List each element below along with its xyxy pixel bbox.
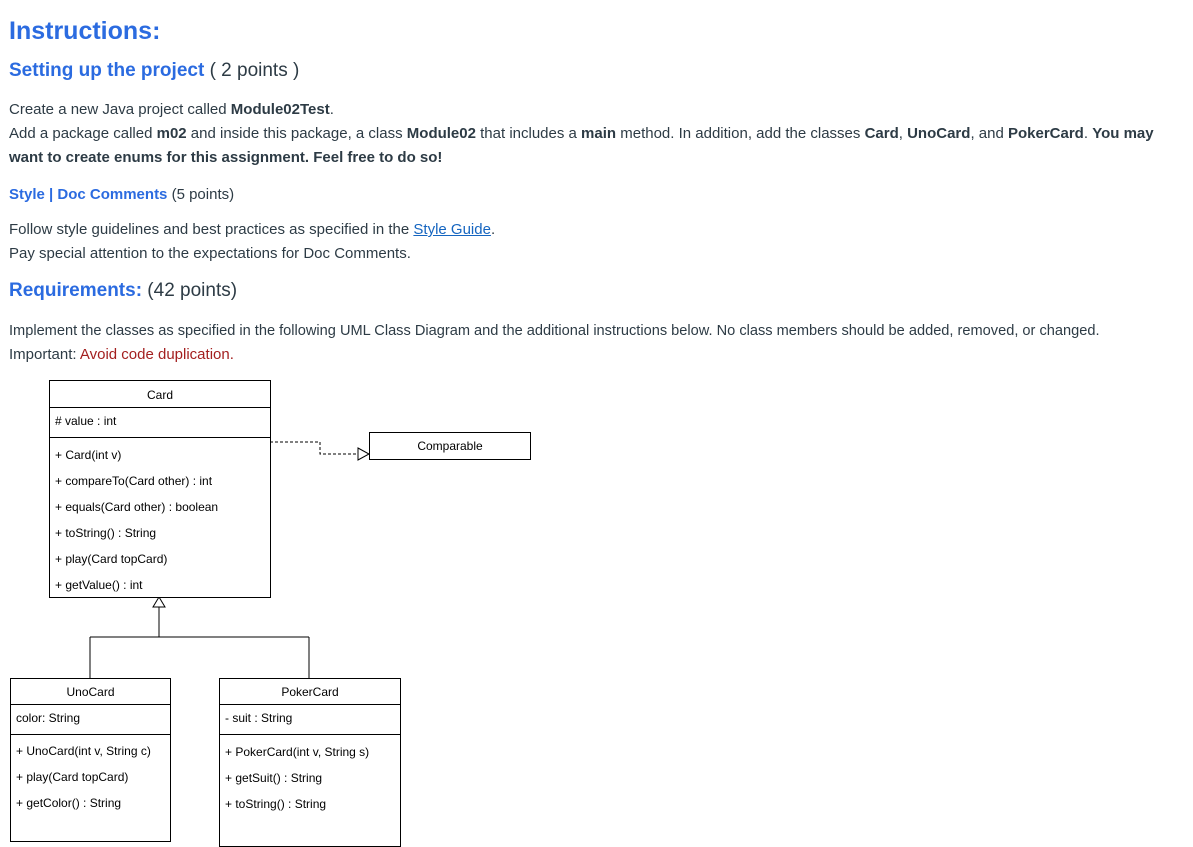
page-heading: Instructions: [9, 17, 161, 45]
text: Add a package called [9, 125, 157, 142]
method: + getValue() : int [55, 578, 143, 592]
method: + Card(int v) [55, 448, 122, 462]
setup-title: Setting up the project [9, 60, 205, 81]
method: + compareTo(Card other) : int [55, 474, 213, 488]
requirements-line-2: Important: Avoid code duplication. [9, 343, 234, 367]
style-line-2: Pay special attention to the expectation… [9, 245, 411, 262]
uml-class-card: Card # value : int + Card(int v) + compa… [49, 380, 271, 598]
text: , and [970, 125, 1008, 142]
class-name-section: UnoCard [11, 679, 170, 705]
bold-text: You may [1092, 125, 1154, 142]
setup-points: ( 2 points ) [209, 60, 300, 81]
style-heading: Style | Doc Comments (5 points) [9, 186, 234, 203]
requirements-line-1: Implement the classes as specified in th… [9, 323, 1100, 339]
setup-line-3: want to create enums for this assignment… [9, 149, 443, 166]
method: + toString() : String [225, 797, 327, 811]
requirements-points: (42 points) [142, 280, 238, 301]
method: + PokerCard(int v, String s) [225, 745, 370, 759]
methods-section: + UnoCard(int v, String c) + play(Card t… [11, 735, 170, 841]
method: + play(Card topCard) [55, 552, 168, 566]
method: + getColor() : String [16, 796, 122, 810]
requirements-heading: Requirements: (42 points) [9, 280, 237, 302]
project-name: Module02Test [230, 101, 330, 118]
class-name-section: Card [50, 381, 270, 408]
method: + toString() : String [55, 526, 157, 540]
class-name: UnoCard [907, 125, 971, 142]
methods-section: + Card(int v) + compareTo(Card other) : … [50, 438, 270, 596]
text: . [1083, 125, 1093, 142]
method-name: main [581, 125, 617, 142]
setup-line-2: Add a package called m02 and inside this… [9, 122, 1154, 146]
field: # value : int [55, 414, 117, 428]
text: Important: [9, 346, 80, 363]
text: Create a new Java project called [9, 101, 231, 118]
style-points: (5 points) [167, 186, 235, 203]
methods-section: + PokerCard(int v, String s) + getSuit()… [220, 735, 400, 846]
uml-class-pokercard: PokerCard - suit : String + PokerCard(in… [219, 678, 401, 847]
text: . [329, 101, 334, 118]
class-name: PokerCard [1007, 125, 1084, 142]
class-name: UnoCard [66, 685, 115, 699]
method: + getSuit() : String [225, 771, 323, 785]
class-name: Card [146, 388, 173, 402]
method: + equals(Card other) : boolean [55, 500, 219, 514]
text: . [490, 221, 496, 238]
class-name: Card [864, 125, 899, 142]
fields-section: - suit : String [220, 705, 400, 735]
fields-section: # value : int [50, 408, 270, 438]
class-name-section: PokerCard [220, 679, 400, 705]
field: - suit : String [225, 711, 293, 725]
setup-line-1: Create a new Java project called Module0… [9, 98, 334, 122]
realization-line [270, 441, 358, 455]
package-name: m02 [156, 125, 187, 142]
class-name: Module02 [406, 125, 476, 142]
style-line-1: Follow style guidelines and best practic… [9, 218, 495, 242]
setup-heading: Setting up the project ( 2 points ) [9, 60, 299, 82]
method: + UnoCard(int v, String c) [16, 744, 151, 758]
interface-name: Comparable [417, 439, 483, 453]
fields-section: color: String [11, 705, 170, 735]
text: method. In addition, add the classes [616, 125, 865, 142]
field: color: String [16, 711, 81, 725]
method: + play(Card topCard) [16, 770, 129, 784]
text: that includes a [475, 125, 582, 142]
uml-class-unocard: UnoCard color: String + UnoCard(int v, S… [10, 678, 171, 842]
inheritance-arrowhead [152, 596, 166, 608]
uml-interface-comparable: Comparable [369, 432, 531, 460]
warning-text: Avoid code duplication. [79, 346, 234, 363]
requirements-title: Requirements: [9, 280, 143, 301]
text: , [898, 125, 908, 142]
style-title: Style | Doc Comments [9, 186, 168, 203]
class-name: PokerCard [281, 685, 339, 699]
text: and inside this package, a class [186, 125, 407, 142]
style-guide-link[interactable]: Style Guide [413, 221, 491, 238]
realization-arrowhead [357, 447, 371, 461]
text: Follow style guidelines and best practic… [9, 221, 414, 238]
